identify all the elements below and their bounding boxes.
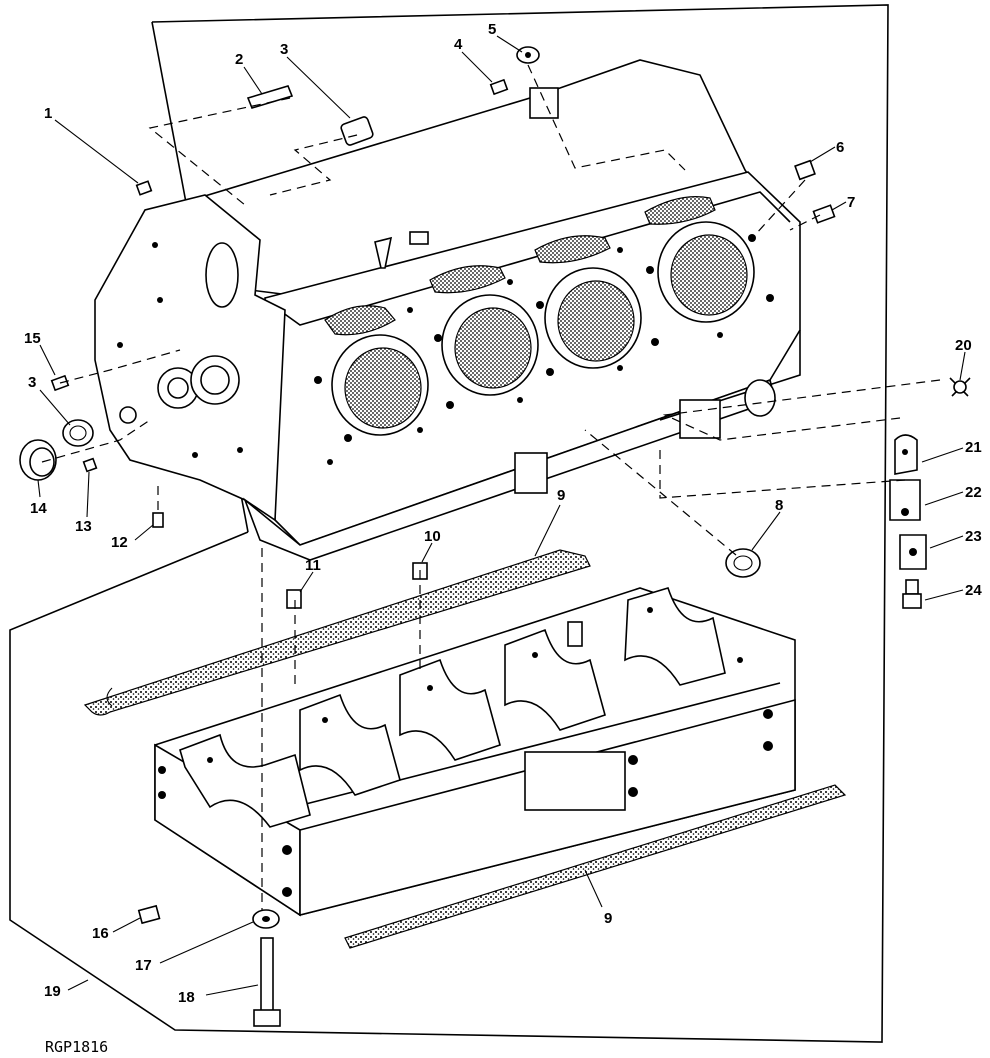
callout-5: 5 xyxy=(488,21,496,38)
callout-14: 14 xyxy=(30,500,47,517)
callout-23: 23 xyxy=(965,528,982,545)
callout-2: 2 xyxy=(235,51,243,68)
callout-21: 21 xyxy=(965,439,982,456)
small-parts xyxy=(19,46,971,1027)
callout-24: 24 xyxy=(965,582,982,599)
callout-8: 8 xyxy=(775,497,783,514)
gasket-upper xyxy=(83,549,591,716)
callout-9-upper: 9 xyxy=(557,487,565,504)
callout-10: 10 xyxy=(424,528,441,545)
callout-4: 4 xyxy=(454,36,463,53)
cylinder-bores xyxy=(331,221,755,436)
leader-lines xyxy=(37,35,966,996)
callout-20: 20 xyxy=(955,337,972,354)
callout-13: 13 xyxy=(75,518,92,535)
crankcase-bedplate xyxy=(154,587,796,917)
callout-22: 22 xyxy=(965,484,982,501)
callout-1: 1 xyxy=(44,105,52,122)
gasket-lower xyxy=(344,784,847,949)
callout-6: 6 xyxy=(836,139,844,156)
callout-15: 15 xyxy=(24,330,41,347)
callout-3-lower: 3 xyxy=(28,374,36,391)
callout-9-lower: 9 xyxy=(604,910,612,927)
coolant-ports xyxy=(324,196,716,336)
callout-18: 18 xyxy=(178,989,195,1006)
assembly-lines xyxy=(41,64,941,910)
callout-12: 12 xyxy=(111,534,128,551)
callout-3-upper: 3 xyxy=(280,41,288,58)
callout-17: 17 xyxy=(135,957,152,974)
engine-block xyxy=(94,59,801,561)
callout-labels: 1 2 3 4 5 6 7 8 9 9 10 11 12 13 14 15 3 … xyxy=(24,21,982,1006)
callout-16: 16 xyxy=(92,925,109,942)
callout-7: 7 xyxy=(847,194,855,211)
deck-bolt-holes xyxy=(314,234,774,465)
callout-11: 11 xyxy=(305,557,321,574)
figure-code: RGP1816 xyxy=(45,1038,108,1056)
callout-19: 19 xyxy=(44,983,61,1000)
